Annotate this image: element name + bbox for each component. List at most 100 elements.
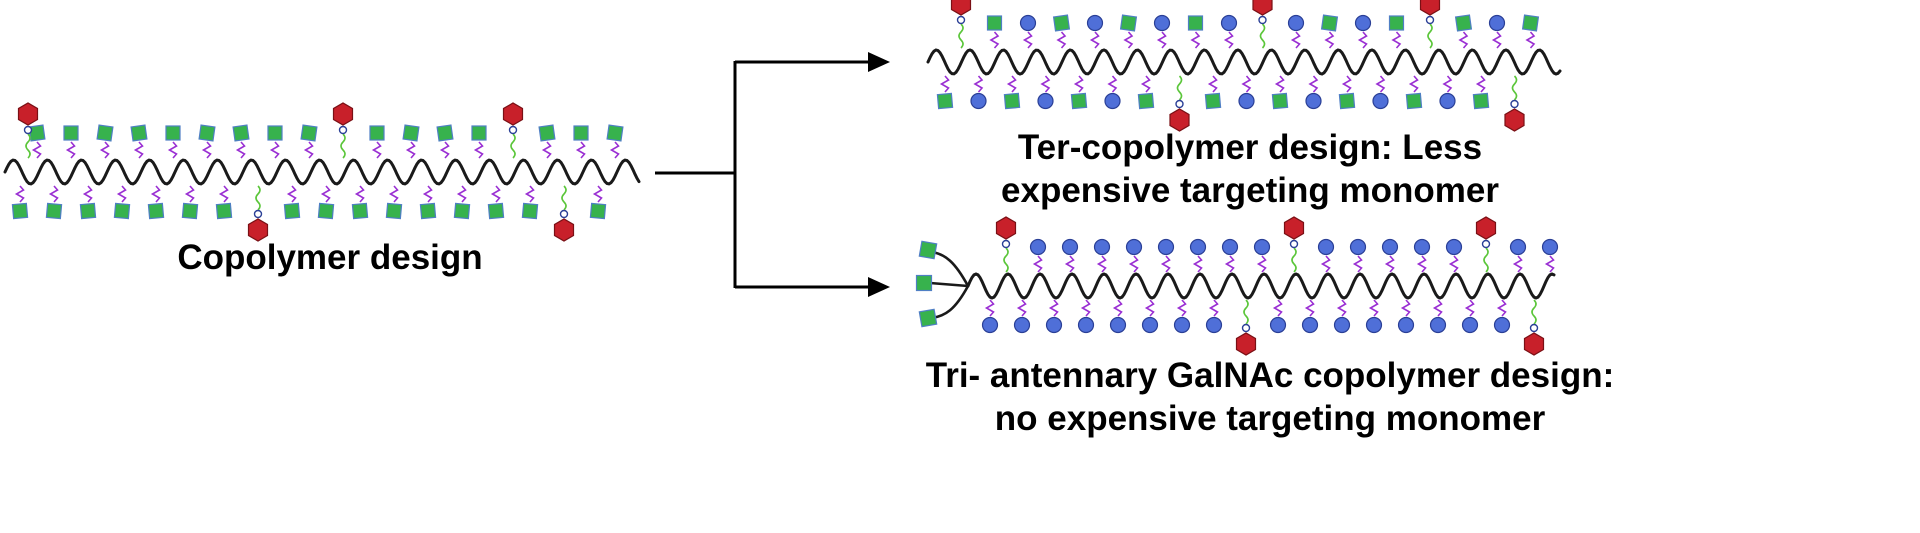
linker-zigzag-icon bbox=[354, 185, 365, 203]
targeting-ligand-hexagon-icon bbox=[502, 102, 524, 126]
linker-zigzag-icon bbox=[1308, 75, 1319, 93]
ter-copolymer-label-line-2: expensive targeting monomer bbox=[1001, 170, 1499, 210]
small-linker-ring-icon bbox=[1481, 239, 1491, 249]
galnac-square-icon bbox=[1454, 14, 1473, 32]
linker-zigzag-icon bbox=[1112, 299, 1123, 317]
galnac-square-icon bbox=[1070, 92, 1088, 110]
linker-zigzag-icon bbox=[48, 185, 59, 203]
linker-zigzag-icon bbox=[1064, 255, 1075, 273]
linker-zigzag-icon bbox=[1096, 255, 1107, 273]
linker-zigzag-icon bbox=[1006, 75, 1017, 93]
targeting-ligand-hexagon-icon bbox=[1283, 216, 1305, 240]
linker-zigzag-icon bbox=[1073, 75, 1084, 93]
green-spacer-line-icon bbox=[1176, 75, 1183, 101]
galnac-square-icon bbox=[369, 125, 385, 141]
small-linker-ring-icon bbox=[1258, 15, 1267, 25]
linker-zigzag-icon bbox=[167, 141, 178, 159]
blue-monomer-circle-icon bbox=[1349, 238, 1367, 256]
green-spacer-line-icon bbox=[1291, 247, 1297, 273]
ter-copolymer-label-line-1: Ter-copolymer design: Less bbox=[1017, 128, 1483, 167]
galnac-square-icon bbox=[1320, 14, 1339, 32]
polymer-backbone bbox=[966, 272, 1556, 300]
linker-zigzag-icon bbox=[1107, 75, 1118, 93]
blue-monomer-circle-icon bbox=[1029, 238, 1047, 256]
linker-zigzag-icon bbox=[1400, 299, 1411, 317]
blue-monomer-circle-icon bbox=[1541, 238, 1559, 256]
linker-zigzag-icon bbox=[1525, 31, 1536, 49]
galnac-square-icon bbox=[96, 124, 114, 142]
galnac-square-icon bbox=[385, 202, 403, 220]
blue-monomer-circle-icon bbox=[1287, 14, 1305, 32]
galnac-square-icon bbox=[487, 202, 505, 220]
linker-zigzag-icon bbox=[1272, 299, 1283, 317]
linker-zigzag-icon bbox=[1408, 75, 1419, 93]
galnac-square-icon bbox=[351, 202, 369, 220]
galnac-square-icon bbox=[402, 124, 420, 142]
linker-zigzag-icon bbox=[973, 75, 984, 93]
linker-zigzag-icon bbox=[1056, 31, 1067, 49]
antenna-arm-lower bbox=[931, 285, 970, 320]
blue-monomer-circle-icon bbox=[1013, 316, 1031, 334]
small-linker-ring-icon bbox=[1241, 323, 1251, 333]
galnac-square-icon bbox=[986, 15, 1003, 31]
blue-monomer-circle-icon bbox=[1189, 238, 1207, 256]
linker-zigzag-icon bbox=[1442, 75, 1453, 93]
blue-monomer-circle-icon bbox=[1104, 92, 1121, 110]
galnac-square-icon bbox=[538, 124, 556, 142]
linker-zigzag-icon bbox=[1491, 31, 1502, 49]
blue-monomer-circle-icon bbox=[1461, 316, 1479, 334]
linker-zigzag-icon bbox=[1207, 75, 1218, 93]
linker-zigzag-icon bbox=[1274, 75, 1285, 93]
green-spacer-line-icon bbox=[1427, 23, 1433, 49]
linker-zigzag-icon bbox=[1040, 75, 1051, 93]
blue-monomer-circle-icon bbox=[1153, 14, 1171, 32]
blue-monomer-circle-icon bbox=[1509, 238, 1527, 256]
galnac-square-icon bbox=[113, 202, 131, 220]
green-spacer-line-icon bbox=[340, 133, 346, 159]
green-spacer-line-icon bbox=[958, 23, 964, 49]
targeting-ligand-hexagon-icon bbox=[995, 216, 1017, 240]
polymer-backbone bbox=[3, 158, 641, 186]
small-linker-ring-icon bbox=[1425, 15, 1435, 25]
galnac-square-icon bbox=[267, 125, 283, 141]
blue-monomer-circle-icon bbox=[1397, 316, 1415, 334]
green-spacer-line-icon bbox=[1531, 299, 1537, 325]
polymer-backbone bbox=[926, 48, 1562, 76]
linker-zigzag-icon bbox=[1512, 255, 1523, 273]
linker-zigzag-icon bbox=[1458, 31, 1469, 49]
blue-monomer-circle-icon bbox=[1221, 238, 1239, 256]
galnac-square-icon bbox=[1405, 92, 1423, 110]
linker-zigzag-icon bbox=[1208, 299, 1219, 317]
linker-zigzag-icon bbox=[1192, 255, 1203, 273]
blue-monomer-circle-icon bbox=[1238, 92, 1255, 110]
linker-zigzag-icon bbox=[320, 185, 331, 203]
linker-zigzag-icon bbox=[1352, 255, 1363, 273]
small-linker-ring-icon bbox=[559, 209, 569, 219]
blue-monomer-circle-icon bbox=[1045, 316, 1063, 334]
green-spacer-line-icon bbox=[1483, 247, 1489, 273]
blue-monomer-circle-icon bbox=[1439, 92, 1456, 110]
blue-monomer-circle-icon bbox=[1333, 316, 1351, 334]
blue-monomer-circle-icon bbox=[1317, 238, 1335, 256]
galnac-square-icon bbox=[232, 124, 250, 142]
linker-zigzag-icon bbox=[1160, 255, 1171, 273]
targeting-ligand-hexagon-icon bbox=[950, 0, 972, 16]
galnac-square-icon bbox=[1187, 15, 1204, 31]
linker-zigzag-icon bbox=[984, 299, 995, 317]
linker-zigzag-icon bbox=[82, 185, 93, 203]
tri-antennary-copolymer-chain bbox=[915, 216, 1559, 356]
galnac-square-icon bbox=[28, 124, 46, 142]
linker-zigzag-icon bbox=[201, 141, 212, 159]
green-spacer-line-icon bbox=[1243, 299, 1249, 325]
arrow-lower-head-icon bbox=[868, 277, 890, 297]
linker-zigzag-icon bbox=[939, 75, 950, 93]
blue-monomer-circle-icon bbox=[1305, 92, 1322, 110]
blue-monomer-circle-icon bbox=[1109, 316, 1127, 334]
galnac-square-icon bbox=[215, 202, 233, 220]
blue-monomer-circle-icon bbox=[1157, 238, 1175, 256]
linker-zigzag-icon bbox=[1241, 75, 1252, 93]
galnac-square-icon bbox=[283, 202, 301, 220]
linker-zigzag-icon bbox=[184, 185, 195, 203]
linker-zigzag-icon bbox=[133, 141, 144, 159]
